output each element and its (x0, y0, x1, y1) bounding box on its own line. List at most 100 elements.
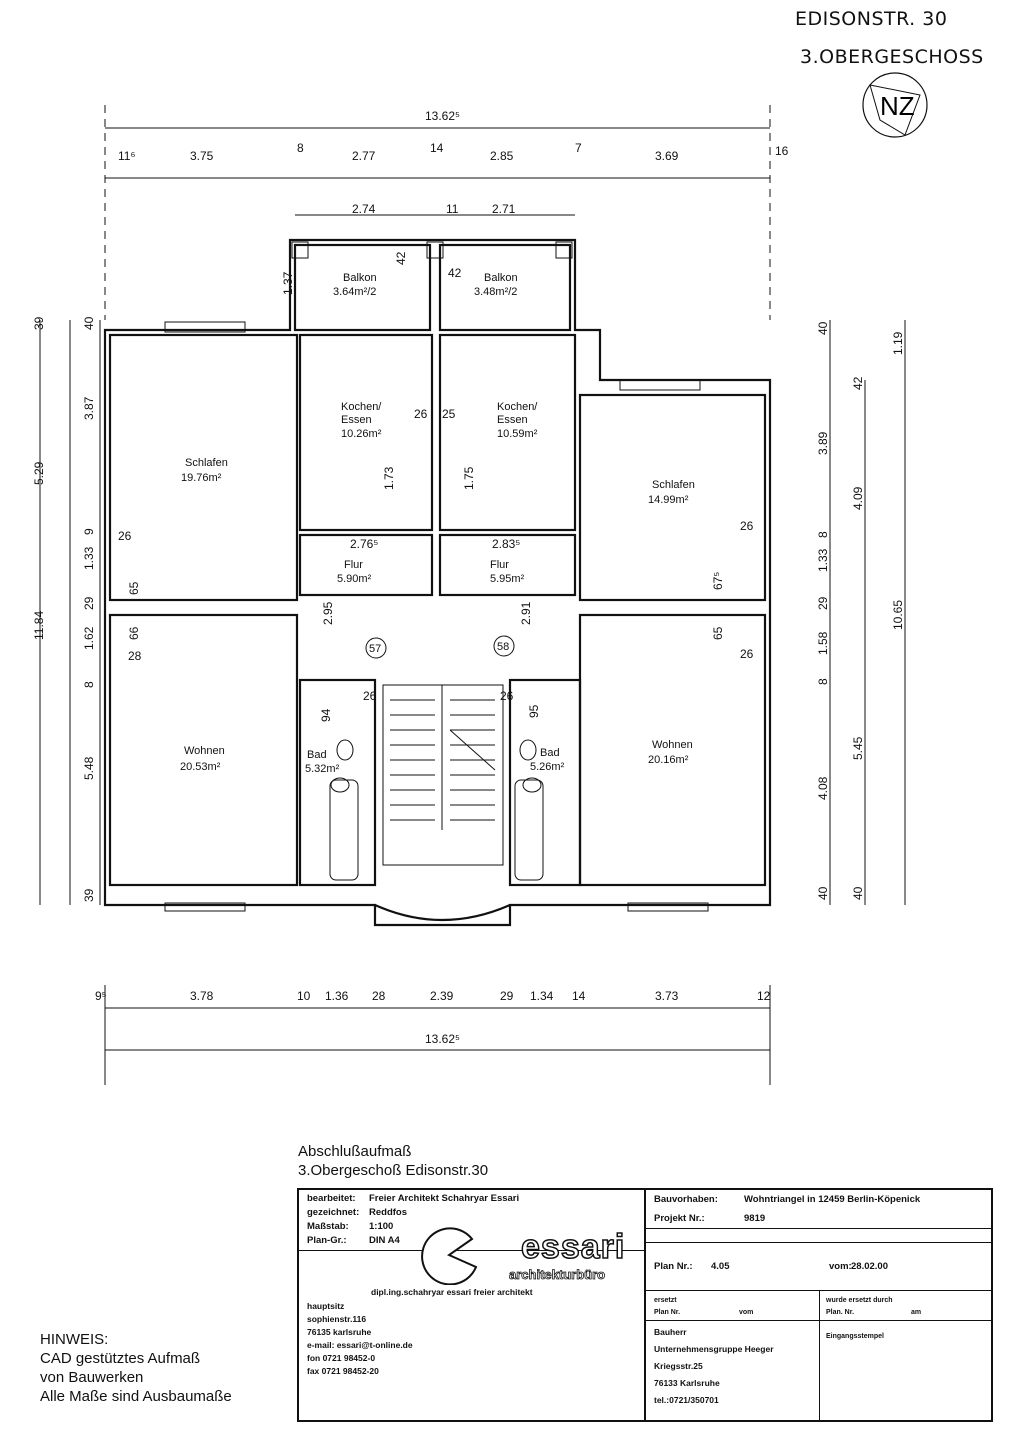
room-kochen-left: Kochen/ (341, 401, 382, 413)
dimension-label: 28 (372, 989, 386, 1003)
dimension-label: 4.09 (851, 486, 865, 510)
vom-label: vom: (829, 1261, 852, 1272)
dimension-label: 3.73 (655, 989, 679, 1003)
address-line: 76135 karlsruhe (307, 1327, 372, 1337)
projekt-value: 9819 (744, 1213, 766, 1224)
bauherr-line: tel.:0721/350701 (654, 1395, 719, 1405)
dimension-label: 2.74 (352, 202, 376, 216)
svg-text:20.53m²: 20.53m² (180, 761, 221, 773)
room-balkon-left: Balkon (343, 272, 377, 284)
eingangsstempel-label: Eingangsstempel (826, 1333, 884, 1340)
dimension-label: 2.91 (519, 601, 533, 625)
dimension-label: 40 (816, 321, 830, 335)
vom-value: 28.02.00 (851, 1261, 888, 1272)
subtitle-line-2: 3.Obergeschoß Edisonstr.30 (298, 1162, 489, 1179)
dimension-label: 26 (500, 689, 514, 703)
dimension-label: 39 (82, 888, 96, 902)
massstab-label: Maßstab: (307, 1221, 349, 1232)
north-arrow-icon: NZ (862, 72, 928, 138)
dimension-label: 2.85 (490, 149, 514, 163)
room-bad-right: Bad (540, 747, 560, 759)
bauvorhaben-value: Wohntriangel in 12459 Berlin-Köpenick (744, 1194, 921, 1205)
header-street: EDISONSTR. 30 (795, 8, 948, 30)
svg-text:20.16m²: 20.16m² (648, 754, 689, 766)
office-address: hauptsitz sophienstr.116 76135 karlsruhe… (307, 1300, 413, 1378)
dimension-label: 1.73 (382, 466, 396, 490)
dimension-label: 8 (82, 681, 96, 688)
bauherr-line: Bauherr (654, 1327, 687, 1337)
dimension-label: 26 (414, 407, 428, 421)
svg-text:5.95m²: 5.95m² (490, 573, 525, 585)
dimension-label: 2.76⁵ (350, 537, 378, 551)
dimension-label: 10 (297, 989, 311, 1003)
dimension-label: 1.58 (816, 631, 830, 655)
room-wohnen-left: Wohnen (184, 745, 225, 757)
svg-text:3.48m²/2: 3.48m²/2 (474, 286, 517, 298)
dimension-label: 14 (430, 141, 444, 155)
dimension-label: 1.33 (816, 548, 830, 572)
dimension-label: 13.62⁵ (425, 1032, 460, 1046)
note-line: HINWEIS: (40, 1331, 109, 1348)
dimension-label: 2.71 (492, 202, 516, 216)
ersetzt-durch-label: wurde ersetzt durch (826, 1297, 893, 1304)
header-floor: 3.OBERGESCHOSS (800, 46, 984, 68)
dimension-label: 29 (816, 596, 830, 610)
projekt-label: Projekt Nr.: (654, 1213, 705, 1224)
address-line: sophienstr.116 (307, 1314, 367, 1324)
logo-word: essari (520, 1227, 626, 1267)
dimension-label: 2.77 (352, 149, 376, 163)
plangr-value: DIN A4 (369, 1235, 400, 1246)
dimension-label: 1.37 (281, 271, 295, 295)
dimension-label: 42 (851, 376, 865, 390)
bearbeitet-label: bearbeitet: (307, 1193, 356, 1204)
dimension-label: 65 (127, 581, 141, 595)
svg-text:Essen: Essen (341, 414, 372, 426)
room-flur-right: Flur (490, 559, 509, 571)
dimension-label: 4.08 (816, 776, 830, 800)
ersetzt-durch-am-label: am (911, 1309, 922, 1316)
dimension-label: 11⁶ (118, 149, 135, 163)
dimension-label: 42 (448, 266, 462, 280)
dimension-label: 9⁵ (95, 989, 107, 1003)
dimension-label: 65 (711, 626, 725, 640)
gezeichnet-value: Reddfos (369, 1207, 407, 1218)
svg-text:10.26m²: 10.26m² (341, 428, 382, 440)
ersetzt-label: ersetzt (654, 1297, 677, 1304)
dimension-label: 1.34 (530, 989, 554, 1003)
bathtub-icon (329, 739, 544, 881)
title-block: bearbeitet: Freier Architekt Schahryar E… (297, 1188, 993, 1422)
floor-plan: NZ (32, 72, 928, 1085)
note-line: CAD gestütztes Aufmaß (40, 1350, 201, 1367)
dimension-label: 1.33 (82, 546, 96, 570)
svg-text:5.90m²: 5.90m² (337, 573, 372, 585)
ersetzt-vom-label: vom (739, 1309, 754, 1316)
gezeichnet-label: gezeichnet: (307, 1207, 360, 1218)
bauherr-line: 76133 Karlsruhe (654, 1378, 720, 1388)
dimension-label: 9 (82, 528, 96, 535)
dimension-label: 1.75 (462, 466, 476, 490)
room-schlafen-left: Schlafen (185, 457, 228, 469)
svg-text:3.64m²/2: 3.64m²/2 (333, 286, 376, 298)
svg-text:Essen: Essen (497, 414, 528, 426)
room-flur-left: Flur (344, 559, 363, 571)
bauherr-line: Unternehmensgruppe Heeger (654, 1344, 774, 1354)
room-balkon-right: Balkon (484, 272, 518, 284)
room-labels: Balkon 3.64m²/2 Balkon 3.48m²/2 Schlafen… (180, 272, 695, 775)
dimension-label: 29 (500, 989, 514, 1003)
dimension-label: 2.95 (321, 601, 335, 625)
bauherr-block: Bauherr Unternehmensgruppe Heeger Kriegs… (654, 1324, 774, 1409)
walls (103, 238, 772, 927)
address-line: e-mail: essari@t-online.de (307, 1340, 413, 1350)
dimension-label: 7 (575, 141, 582, 155)
dimension-label: 13.62⁵ (425, 109, 460, 123)
dimension-label: 10.65 (891, 600, 905, 630)
dimension-label: 3.69 (655, 149, 679, 163)
dimension-label: 26 (740, 519, 754, 533)
ersetzt-durch-plan-label: Plan. Nr. (826, 1309, 855, 1316)
room-schlafen-right: Schlafen (652, 479, 695, 491)
dimension-label: 40 (851, 886, 865, 900)
svg-text:5.32m²: 5.32m² (305, 763, 340, 775)
dimension-label: 25 (442, 407, 456, 421)
logo-subtitle: architekturbüro (509, 1267, 606, 1283)
